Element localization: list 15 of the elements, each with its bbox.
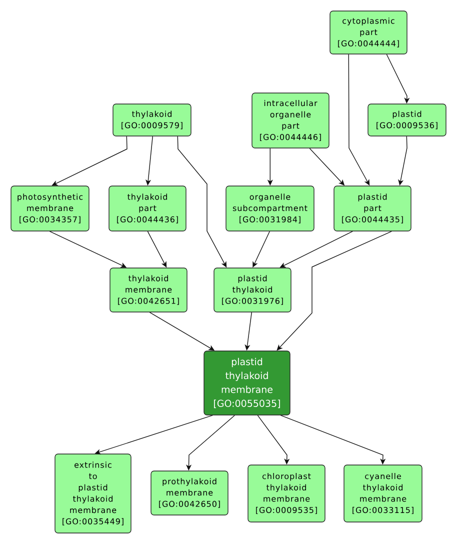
term-box: intracellular organelle part [GO:0044446] xyxy=(252,92,330,148)
term-box: cyanelle thylakoid membrane [GO:0033115] xyxy=(344,464,422,522)
term-box: organelle subcompartment [GO:0031984] xyxy=(226,186,314,232)
term-box: plastid part [GO:0044435] xyxy=(334,186,412,232)
term-box: thylakoid [GO:0009579] xyxy=(112,104,192,136)
term-box: plastid thylakoid [GO:0031976] xyxy=(214,268,292,312)
term-box: plastid thylakoid membrane [GO:0055035] xyxy=(204,350,290,416)
term-box: plastid [GO:0009536] xyxy=(368,104,446,136)
term-box: photosynthetic membrane [GO:0034357] xyxy=(10,186,90,232)
term-box: extrinsic to plastid thylakoid membrane [GO:0035449] xyxy=(54,454,132,534)
term-box: chloroplast thylakoid membrane [GO:0009535] xyxy=(248,464,326,522)
term-box: cytoplasmic part [GO:0044444] xyxy=(330,10,408,54)
term-box: thylakoid part [GO:0044436] xyxy=(108,186,186,232)
term-box: thylakoid membrane [GO:0042651] xyxy=(110,268,188,312)
term-box: prothylakoid membrane [GO:0042650] xyxy=(150,470,228,516)
